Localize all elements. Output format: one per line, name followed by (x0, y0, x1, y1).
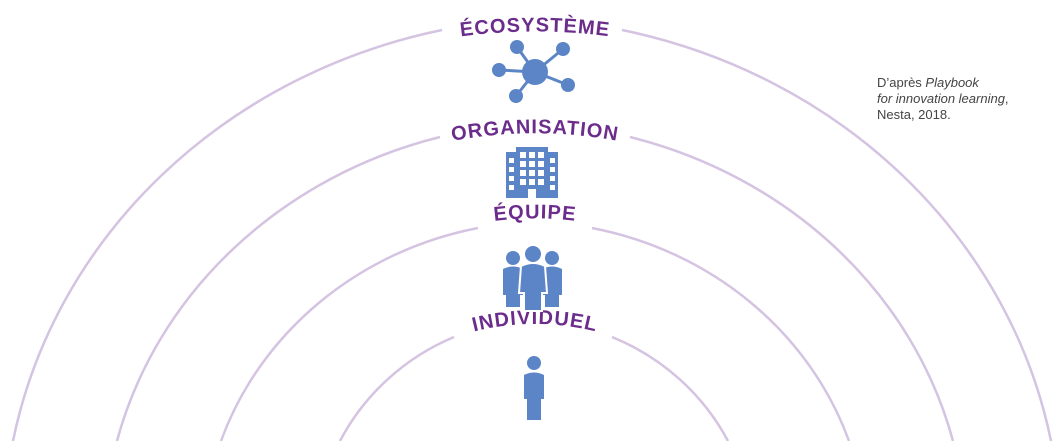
level-label-ecosysteme: ÉCOSYSTÈME (459, 14, 612, 41)
source-title-line1: Playbook (925, 75, 979, 90)
level-label-organisation: ORGANISATION (450, 116, 621, 146)
source-publisher-year: Nesta, 2018. (877, 107, 951, 122)
source-suffix: , (1004, 91, 1009, 106)
source-note: D’après Playbook for innovation learning… (877, 75, 1061, 123)
building-icon (506, 147, 558, 198)
person-icon (524, 356, 544, 420)
source-prefix: D’après (877, 75, 926, 90)
arc-ecosysteme (11, 28, 1053, 441)
arc-organisation (115, 135, 955, 441)
source-title-line2: for innovation learning (877, 91, 1005, 106)
arc-equipe (219, 226, 851, 441)
network-icon (492, 40, 575, 103)
arc-individuel (338, 335, 730, 441)
team-icon (503, 246, 562, 312)
level-label-equipe: ÉQUIPE (492, 201, 577, 225)
